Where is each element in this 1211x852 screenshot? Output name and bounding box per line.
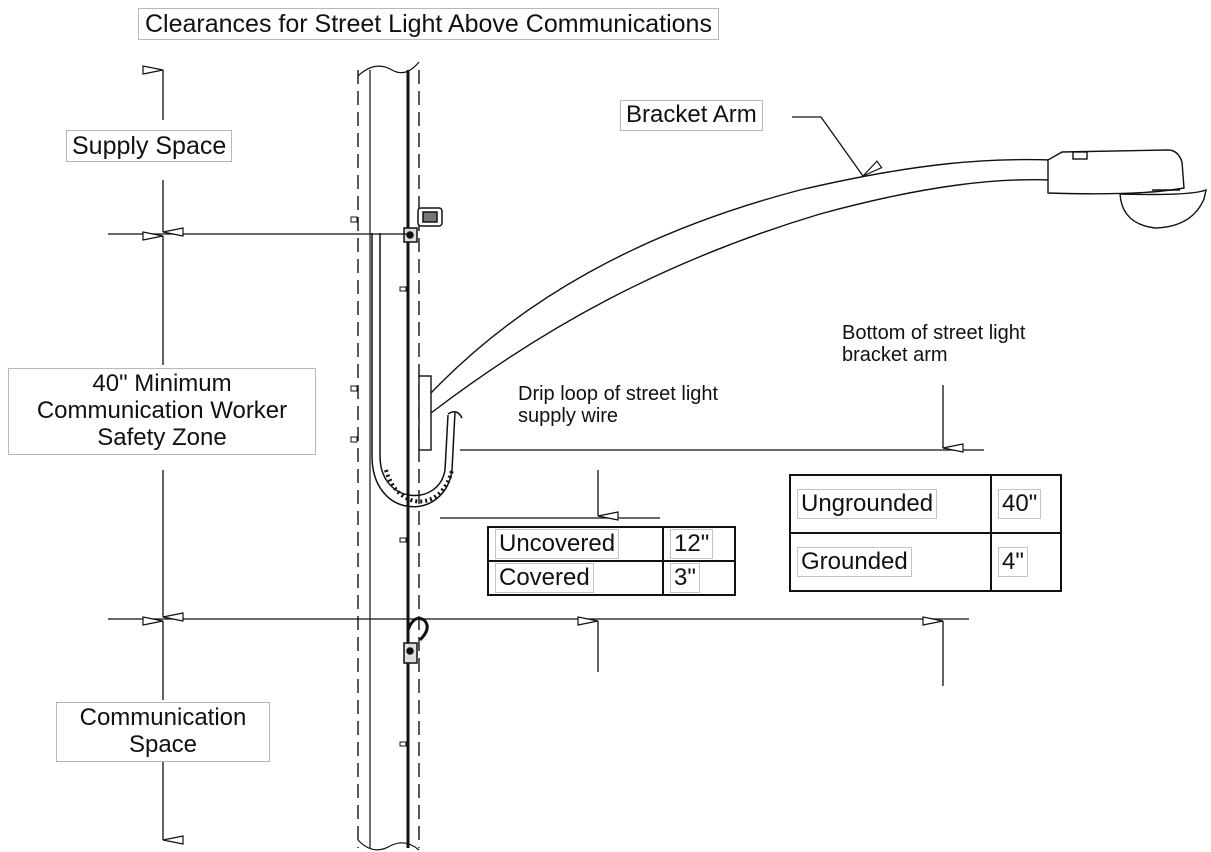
condition-text: Grounded: [797, 547, 912, 577]
value-cell: 12": [662, 526, 736, 562]
diagram-title: Clearances for Street Light Above Commun…: [138, 8, 719, 40]
value-cell: 40": [990, 474, 1062, 534]
drip-loop: [371, 233, 463, 508]
street-light-head: [1047, 149, 1207, 229]
clearance-value: 40": [998, 489, 1042, 519]
condition-text: Uncovered: [495, 529, 620, 559]
bracket-mount-plate: [418, 375, 432, 451]
bracket-arm-clearance-table: Ungrounded 40" Grounded 4": [789, 474, 1062, 592]
value-cell: 3": [662, 560, 736, 596]
condition-text: Covered: [495, 563, 594, 593]
condition-cell: Ungrounded: [789, 474, 992, 534]
value-cell: 4": [990, 532, 1062, 592]
condition-cell: Grounded: [789, 532, 992, 592]
bracket-arm-leader: [792, 116, 883, 177]
drip-loop-label: Drip loop of street light supply wire: [518, 383, 719, 428]
condition-cell: Uncovered: [487, 526, 664, 562]
bottom-bracket-label: Bottom of street light bracket arm: [842, 322, 1026, 367]
bracket-arm-label: Bracket Arm: [620, 100, 763, 131]
supply-cable-fitting: [403, 207, 443, 243]
utility-pole: [357, 61, 420, 851]
table-row: Covered 3": [487, 560, 736, 596]
supply-space-label: Supply Space: [66, 130, 233, 162]
table-row: Grounded 4": [789, 532, 1062, 592]
clearance-value: 12": [670, 529, 714, 559]
bracket-arm: [430, 158, 1053, 414]
condition-text: Ungrounded: [797, 489, 938, 519]
safety-zone-label: 40" Minimum Communication Worker Safety …: [8, 368, 316, 455]
communication-space-label: Communication Space: [56, 702, 270, 762]
table-row: Uncovered 12": [487, 526, 736, 562]
clearance-value: 4": [998, 547, 1028, 577]
table-row: Ungrounded 40": [789, 474, 1062, 534]
clearance-value: 3": [670, 563, 700, 593]
drip-loop-clearance-table: Uncovered 12" Covered 3": [487, 526, 736, 596]
pole-bolts: [350, 216, 407, 747]
communication-attachment: [403, 616, 429, 664]
condition-cell: Covered: [487, 560, 664, 596]
